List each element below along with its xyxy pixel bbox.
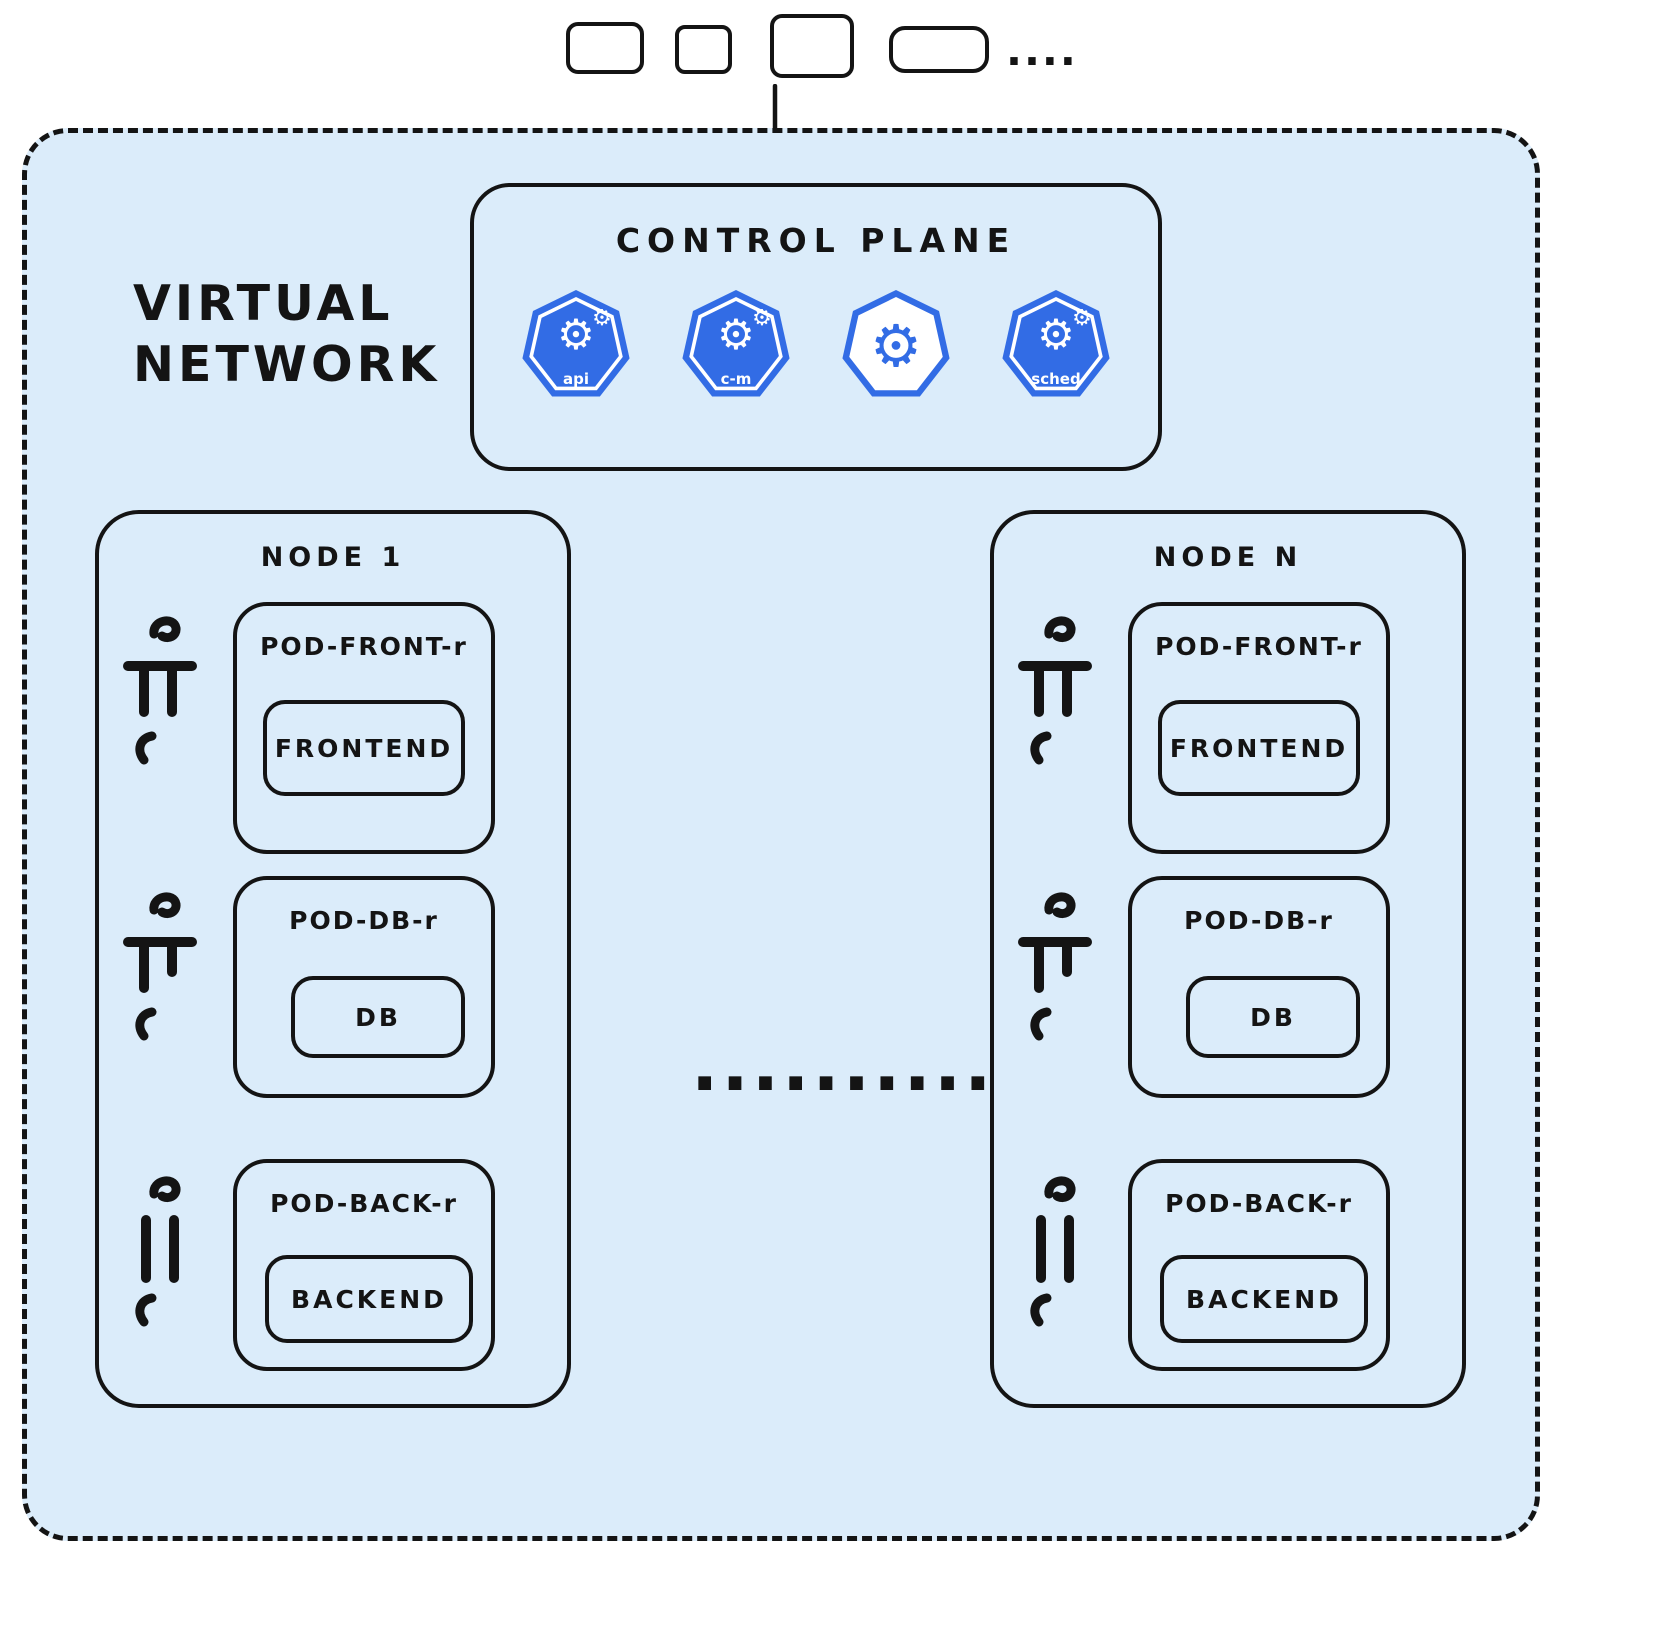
icon-label: sched — [1031, 370, 1081, 388]
pod-backend-box: POD-BACK-r BACKEND — [233, 1159, 495, 1371]
virtual-network-label-line1: VIRTUAL — [133, 275, 394, 332]
person-icon — [123, 616, 197, 765]
kube-controller-manager-icon: ⚙⚙ c-m — [682, 290, 790, 397]
virtual-network-label: VIRTUAL NETWORK — [133, 273, 440, 396]
gear-icon: ⚙⚙ — [1037, 306, 1092, 359]
virtual-network-label-line2: NETWORK — [133, 336, 441, 394]
heptagon-fill — [1013, 301, 1099, 387]
pod-backend-box: POD-BACK-r BACKEND — [1128, 1159, 1390, 1371]
heptagon-fill — [693, 301, 779, 387]
pod-title: POD-BACK-r — [270, 1189, 458, 1218]
person-icon — [135, 1176, 181, 1327]
person-icon — [123, 892, 197, 1041]
pod-frontend-box: POD-FRONT-r FRONTEND — [233, 602, 495, 854]
person-icon — [1018, 892, 1092, 1041]
pod-title: POD-FRONT-r — [260, 632, 468, 661]
client-window-1 — [566, 22, 644, 74]
control-plane-components: ⚙⚙ api ⚙⚙ c-m ⚙ ⚙⚙ — [474, 290, 1158, 402]
person-icon — [1018, 616, 1092, 765]
cloud-controller-manager-icon: ⚙ — [842, 290, 950, 397]
pod-db-box: POD-DB-r DB — [1128, 876, 1390, 1098]
clients-ellipsis: .... — [1006, 26, 1078, 75]
container-db: DB — [1186, 976, 1360, 1058]
client-window-2 — [675, 25, 732, 74]
kube-apiserver-icon: ⚙⚙ api — [522, 290, 630, 397]
person-icon — [1030, 1176, 1076, 1327]
pod-title: POD-BACK-r — [1165, 1189, 1353, 1218]
node-1-box: NODE 1 POD-FRONT-r FRONTEND POD-DB- — [95, 510, 571, 1408]
pod-frontend-box: POD-FRONT-r FRONTEND — [1128, 602, 1390, 854]
container-frontend: FRONTEND — [1158, 700, 1360, 796]
icon-label: api — [562, 370, 589, 388]
node-title: NODE 1 — [260, 542, 406, 573]
kube-scheduler-icon: ⚙⚙ sched — [1002, 290, 1110, 397]
heptagon-fill — [533, 301, 619, 387]
container-backend: BACKEND — [265, 1255, 473, 1343]
container-db: DB — [291, 976, 465, 1058]
container-frontend: FRONTEND — [263, 700, 465, 796]
more-nodes-ellipsis: .......... — [691, 1023, 995, 1107]
node-n-box: NODE N POD-FRONT-r FRONTEND POD-DB- — [990, 510, 1466, 1408]
pod-title: POD-DB-r — [1184, 906, 1334, 935]
gear-icon: ⚙⚙ — [557, 306, 612, 359]
icon-label: c-m — [720, 370, 752, 388]
control-plane-title: CONTROL PLANE — [615, 221, 1017, 260]
node-title: NODE N — [1153, 542, 1303, 573]
pod-db-box: POD-DB-r DB — [233, 876, 495, 1098]
pod-title: POD-FRONT-r — [1155, 632, 1363, 661]
heptagon-outline — [849, 297, 943, 391]
container-backend: BACKEND — [1160, 1255, 1368, 1343]
gear-icon: ⚙ — [870, 312, 922, 380]
pod-title: POD-DB-r — [289, 906, 439, 935]
gear-icon: ⚙⚙ — [717, 306, 772, 359]
client-window-3 — [770, 14, 854, 78]
virtual-network-boundary: VIRTUAL NETWORK CONTROL PLANE ⚙⚙ api ⚙⚙ … — [22, 128, 1540, 1541]
client-window-4 — [889, 26, 989, 73]
control-plane-box: CONTROL PLANE ⚙⚙ api ⚙⚙ c-m ⚙ — [470, 183, 1162, 471]
